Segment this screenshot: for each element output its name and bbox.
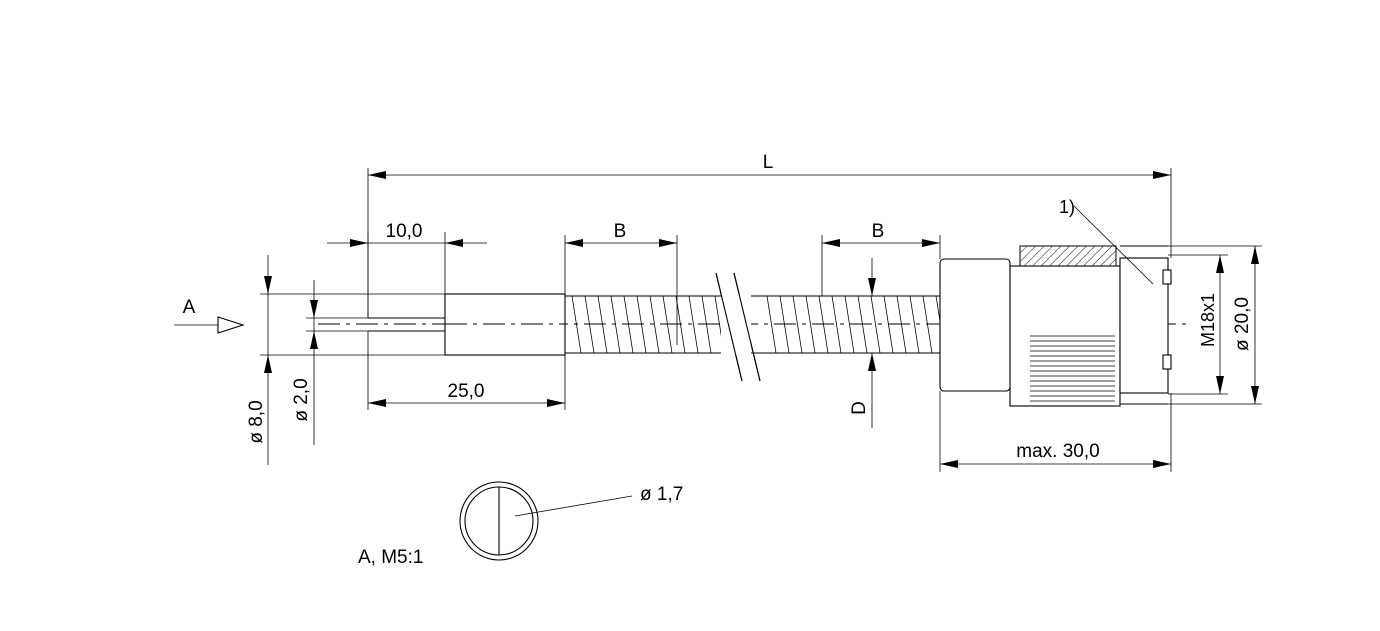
conduit-winding	[636, 295, 647, 354]
fiber-tip	[368, 317, 445, 332]
conduit-winding	[662, 295, 673, 354]
dim-tip-length: 10,0	[327, 221, 487, 318]
conduit-winding	[922, 295, 933, 354]
view-arrow-A: A	[174, 297, 245, 334]
label-conduit-diameter: D	[849, 401, 870, 415]
conduit-winding	[610, 295, 621, 354]
label-detail-diameter: ø 1,7	[640, 484, 683, 505]
callout-1: 1)	[1059, 197, 1154, 285]
conduit-winding	[597, 295, 608, 354]
conduit-winding	[623, 295, 634, 354]
dim-inner-diameter: ø 2,0	[291, 280, 368, 445]
connector	[939, 245, 1172, 407]
dim-bend-left: B	[564, 221, 678, 345]
detail-view-A: ø 1,7 A, M5:1	[358, 481, 683, 568]
label-tip-length: 10,0	[386, 221, 423, 242]
conduit-winding	[883, 295, 894, 354]
conduit-winding	[857, 295, 868, 354]
conduit-winding	[831, 295, 842, 354]
conduit-winding	[896, 295, 907, 354]
label-connector-length: max. 30,0	[1016, 441, 1099, 462]
dim-conduit-diameter: D	[849, 258, 876, 428]
conduit-winding	[766, 295, 777, 354]
label-inner-diameter: ø 2,0	[291, 378, 312, 421]
knurling	[1030, 335, 1115, 402]
conduit-winding	[792, 295, 803, 354]
label-bend-left: B	[614, 221, 627, 242]
label-connector-diameter: ø 20,0	[1232, 297, 1253, 351]
label-view-A: A	[183, 297, 196, 318]
conduit-winding	[805, 295, 816, 354]
connector-hatched-section	[1019, 245, 1117, 267]
label-outer-diameter: ø 8,0	[246, 400, 267, 443]
conduit-winding	[649, 295, 660, 354]
connector-pin	[1162, 354, 1172, 370]
conduit-winding	[909, 295, 920, 354]
conduit-winding	[675, 295, 686, 354]
conduit-winding	[818, 295, 829, 354]
connector-nut	[939, 258, 1011, 392]
dim-bend-right: B	[821, 221, 941, 296]
conduit-winding	[870, 295, 881, 354]
label-callout: 1)	[1059, 197, 1075, 217]
label-length-L: L	[763, 152, 774, 173]
dim-connector-length: max. 30,0	[939, 391, 1172, 472]
label-sleeve-length: 25,0	[448, 381, 485, 402]
conduit-winding	[571, 295, 582, 354]
conduit-winding	[779, 295, 790, 354]
connector-front	[1119, 257, 1169, 394]
spiral-conduit	[565, 272, 946, 382]
label-thread: M18x1	[1198, 293, 1218, 347]
conduit-winding	[688, 295, 699, 354]
label-bend-right: B	[872, 221, 885, 242]
conduit-winding	[844, 295, 855, 354]
sleeve	[444, 293, 566, 356]
dim-sleeve-length: 25,0	[367, 331, 566, 410]
label-detail-title: A, M5:1	[358, 547, 423, 568]
dim-outer-diameter: ø 8,0	[246, 255, 445, 465]
connector-pin	[1162, 269, 1172, 285]
dim-thread: M18x1	[1168, 254, 1228, 395]
conduit-winding	[701, 295, 712, 354]
dim-connector-diameter: ø 20,0	[1168, 245, 1262, 405]
conduit-winding	[584, 295, 595, 354]
